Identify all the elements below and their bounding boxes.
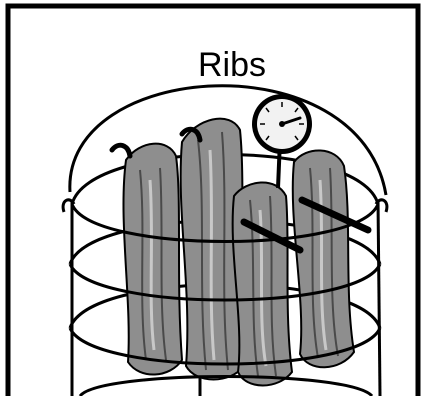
rib-slabs [123, 119, 354, 386]
ribs-label: Ribs [198, 46, 266, 84]
